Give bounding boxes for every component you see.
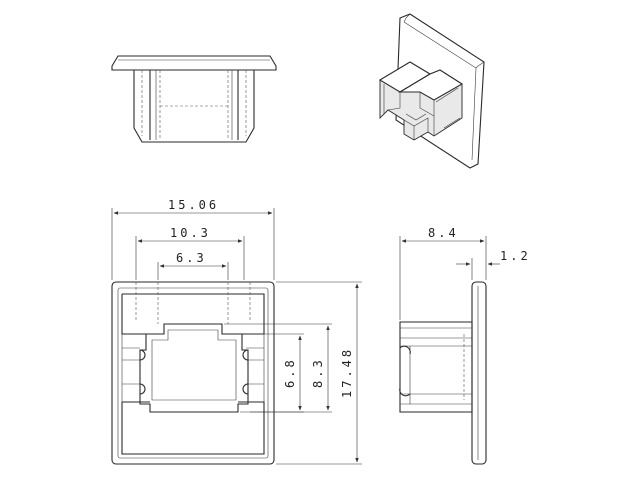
isometric-view xyxy=(378,13,485,169)
side-view xyxy=(399,281,487,465)
top-view xyxy=(111,55,277,143)
side-dimensions xyxy=(399,236,500,320)
dim-inner-height-large: 8.3 xyxy=(311,357,325,388)
front-view xyxy=(111,281,275,465)
dim-middle-width: 10.3 xyxy=(170,226,211,240)
dim-flange-thickness: 1.2 xyxy=(500,249,531,263)
dim-overall-height: 17.48 xyxy=(340,347,354,398)
dim-inner-width: 6.3 xyxy=(176,251,207,265)
front-dimensions xyxy=(111,208,362,465)
dim-side-depth: 8.4 xyxy=(428,226,459,240)
dim-overall-width: 15.06 xyxy=(168,198,219,212)
dim-inner-height-small: 6.8 xyxy=(283,357,297,388)
